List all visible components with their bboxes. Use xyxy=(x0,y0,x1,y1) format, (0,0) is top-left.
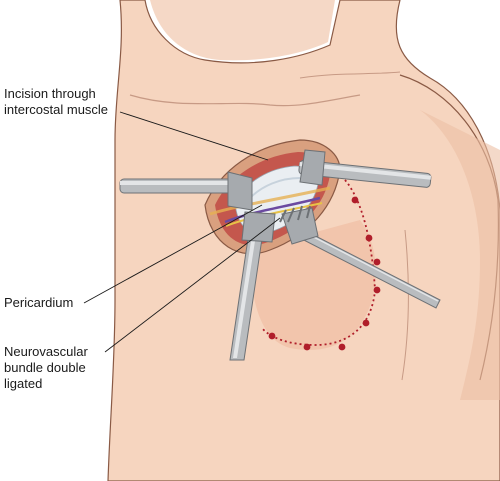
armpit-line xyxy=(401,229,409,381)
retractor-right xyxy=(298,149,432,188)
label-neurovascular-bundle: Neurovascular bundle double ligated xyxy=(4,344,88,391)
arm-shadow xyxy=(420,110,500,400)
suture-dots xyxy=(268,196,381,351)
retractor-bottom xyxy=(229,211,276,361)
retractor-fork xyxy=(279,205,441,309)
label-pericardium: Pericardium xyxy=(4,295,74,310)
clavicle-line xyxy=(129,94,361,107)
leader-pericardium xyxy=(83,204,263,304)
neurovascular-bundle xyxy=(224,196,321,224)
rib-edge xyxy=(209,186,331,216)
clavicle-line-right xyxy=(299,71,401,79)
leader-neurovascular xyxy=(104,217,281,353)
leader-incision xyxy=(119,111,269,161)
neck-shadow xyxy=(150,0,335,61)
pericardium-highlight xyxy=(249,177,301,199)
label-incision-through-intercostal-muscle: Incision through intercostal muscle xyxy=(4,86,109,117)
suture-line xyxy=(261,179,376,346)
